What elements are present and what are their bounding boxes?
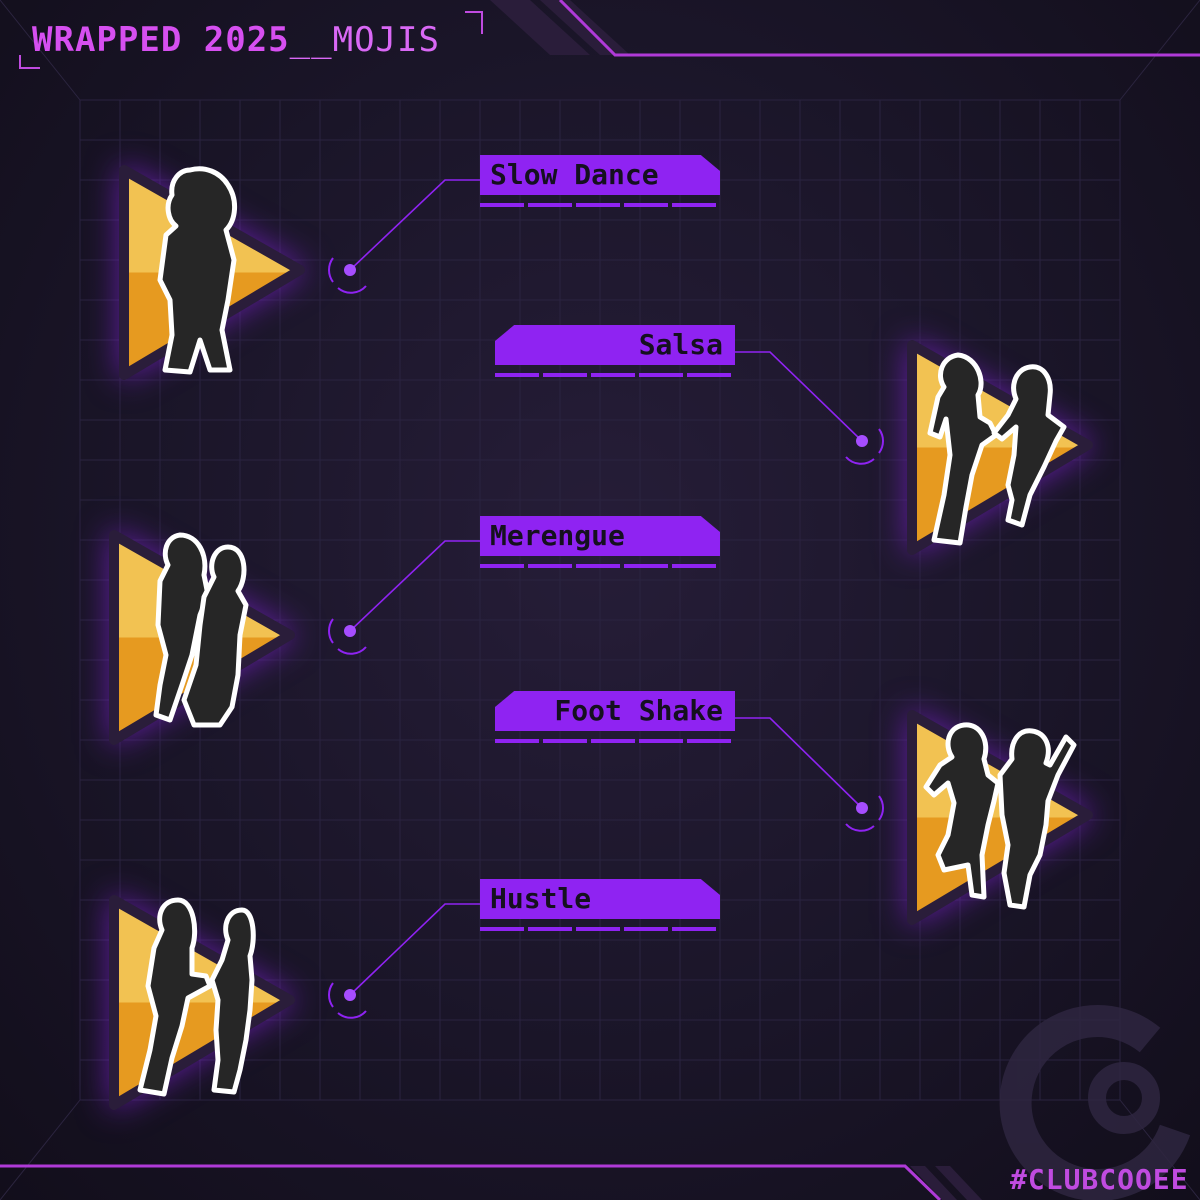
hashtag: #CLUBCOOEE: [1010, 1163, 1189, 1196]
title-bracket: [19, 11, 483, 69]
moji-label-merengue: Merengue: [480, 516, 720, 556]
label-underline: [480, 564, 720, 568]
page-title: WRAPPED 2025__MOJIS: [32, 20, 440, 60]
moji-label-foot-shake: Foot Shake: [495, 691, 735, 731]
connector-salsa: [735, 351, 884, 465]
connector-foot-shake: [735, 717, 884, 832]
moji-label-hustle: Hustle: [480, 879, 720, 919]
clubcooee-logo-icon: [999, 1005, 1191, 1200]
title-main: WRAPPED 2025: [32, 20, 290, 60]
label-underline: [480, 203, 720, 207]
label-underline: [495, 373, 735, 377]
merengue-moji-icon: [100, 525, 310, 755]
connector-slow-dance: [328, 179, 480, 294]
hustle-moji-icon: [100, 890, 310, 1120]
label-underline: [480, 927, 720, 931]
connector-merengue: [328, 540, 480, 655]
header-stripe: [490, 0, 1200, 57]
moji-label-salsa: Salsa: [495, 325, 735, 365]
connector-hustle: [328, 903, 480, 1019]
foot-shake-moji-icon: [898, 705, 1108, 935]
salsa-moji-icon: [898, 335, 1108, 565]
title-sub: MOJIS: [332, 20, 440, 60]
moji-label-slow-dance: Slow Dance: [480, 155, 720, 195]
title-separator: __: [289, 20, 333, 60]
slow-dance-moji-icon: [110, 160, 320, 390]
label-underline: [495, 739, 735, 743]
footer-stripe: [0, 1164, 982, 1200]
